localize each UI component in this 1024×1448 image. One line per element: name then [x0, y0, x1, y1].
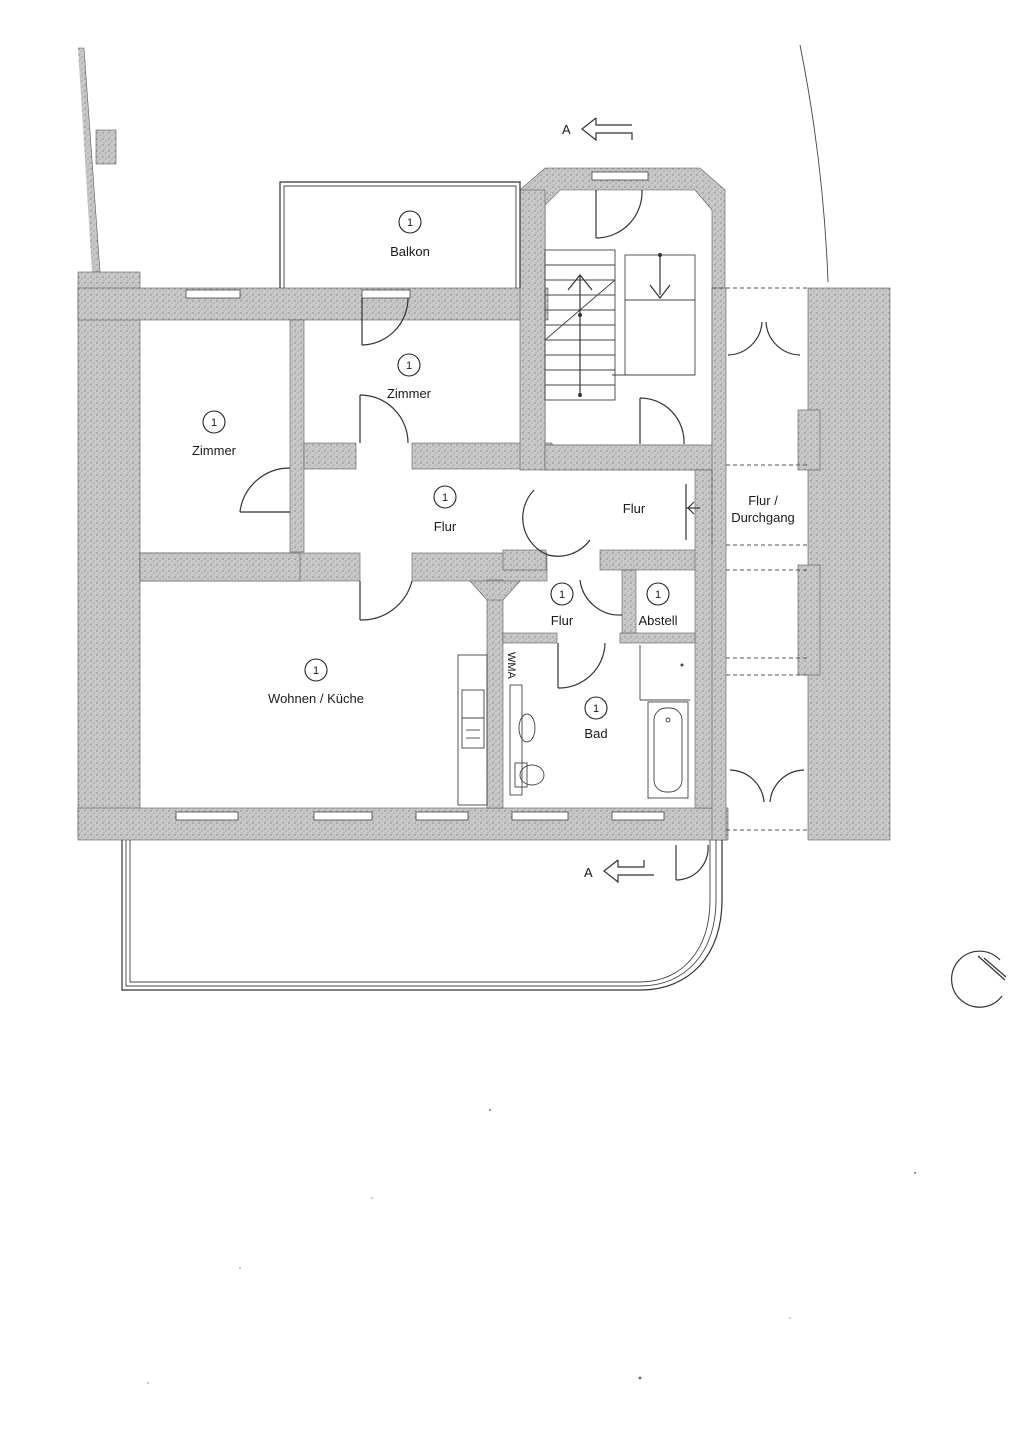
svg-text:Flur: Flur	[434, 519, 457, 534]
toilet-icon	[519, 764, 545, 786]
room-zimmer-left: 1 Zimmer	[192, 410, 237, 458]
svg-text:1: 1	[559, 589, 565, 601]
svg-text:1: 1	[593, 703, 599, 715]
staircase[interactable]	[544, 249, 696, 401]
svg-text:Flur /: Flur /	[748, 493, 778, 508]
scan-specks	[147, 1109, 916, 1384]
bathroom-fixtures[interactable]	[509, 645, 690, 799]
room-wohnen-kueche: 1 Wohnen / Küche	[268, 658, 364, 706]
section-arrow-icon	[603, 859, 654, 884]
section-arrow-icon	[581, 117, 633, 142]
svg-text:Durchgang: Durchgang	[731, 510, 795, 525]
doors	[239, 189, 805, 881]
svg-text:1: 1	[406, 360, 412, 372]
svg-text:Abstell: Abstell	[638, 613, 677, 628]
terrace-outline	[121, 840, 723, 991]
svg-text:Zimmer: Zimmer	[387, 386, 432, 401]
svg-text:1: 1	[655, 589, 661, 601]
washing-machine-label: WMA	[505, 652, 517, 680]
room-flur-small: 1 Flur	[550, 582, 574, 628]
room-balkon: 1 Balkon	[390, 210, 430, 259]
room-zimmer-center: 1 Zimmer	[387, 353, 432, 401]
north-arrow-icon	[951, 950, 1007, 1008]
svg-text:1: 1	[211, 417, 217, 429]
svg-text:Bad: Bad	[584, 726, 607, 741]
balcony-outline	[279, 181, 521, 288]
section-marker-bottom: A	[584, 859, 654, 884]
svg-text:1: 1	[313, 665, 319, 677]
svg-text:Flur: Flur	[551, 613, 574, 628]
section-letter: A	[584, 865, 593, 880]
corridor-dashes	[711, 287, 810, 831]
room-flur-stair: Flur	[623, 501, 646, 516]
windows	[175, 171, 665, 821]
kitchen-fixtures[interactable]	[457, 654, 488, 806]
svg-text:1: 1	[407, 217, 413, 229]
svg-text:Zimmer: Zimmer	[192, 443, 237, 458]
section-marker-top: A	[562, 117, 633, 142]
svg-text:Wohnen / Küche: Wohnen / Küche	[268, 691, 364, 706]
section-letter: A	[562, 122, 571, 137]
stair-treads	[544, 264, 695, 386]
svg-text:Balkon: Balkon	[390, 244, 430, 259]
bathtub-icon	[647, 701, 689, 799]
sink-icon	[518, 713, 536, 743]
door-direction-icon	[685, 484, 700, 540]
room-flur-durchgang: Flur / Durchgang	[731, 493, 795, 525]
room-abstell: 1 Abstell	[638, 582, 678, 628]
svg-text:1: 1	[442, 492, 448, 504]
svg-text:Flur: Flur	[623, 501, 646, 516]
stair-arrow-icon	[567, 253, 671, 397]
room-bad: 1 Bad	[584, 696, 608, 741]
walls	[77, 167, 891, 841]
property-lines	[78, 44, 829, 283]
room-flur-main: 1 Flur	[433, 485, 457, 534]
